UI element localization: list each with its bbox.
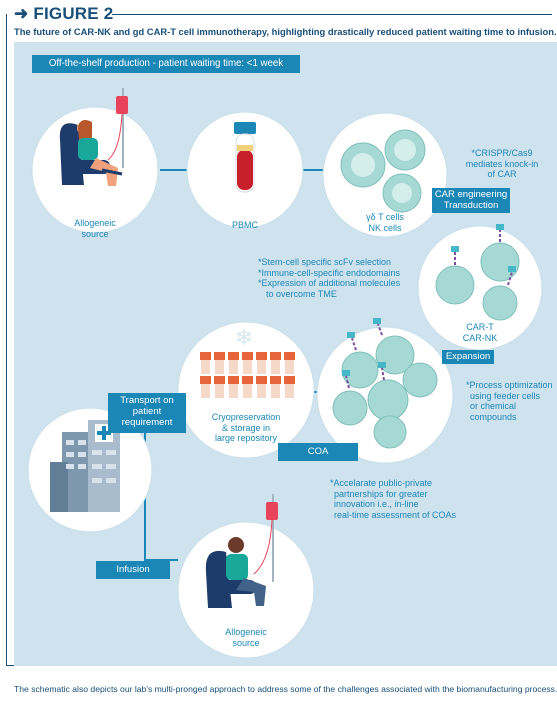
- pbmc-tube-icon: [234, 122, 256, 193]
- snowflake-icon: ❄: [235, 325, 253, 350]
- allogeneic-top-label: Allogeneic source: [74, 218, 116, 239]
- figure-frame-left: [6, 14, 7, 666]
- gd-cells-label: γδ T cells NK cells: [366, 212, 404, 233]
- process-note: *Process optimization using feeder cells…: [466, 380, 553, 422]
- patient-top-illustration: [59, 88, 128, 186]
- coa-box: COA: [278, 443, 358, 461]
- car-cells-label: CAR-T CAR-NK: [462, 322, 498, 343]
- accelerate-note: *Accelarate public-private partnerships …: [330, 478, 457, 520]
- pbmc-label: PBMC: [231, 220, 258, 230]
- hospital-building-icon: [50, 420, 120, 512]
- allogeneic-bottom-label: Allogeneic source: [225, 627, 267, 648]
- expansion-cells-icon: [332, 335, 438, 449]
- figure-footer: The schematic also depicts our lab's mul…: [14, 684, 557, 694]
- expansion-box: Expansion: [442, 350, 494, 364]
- off-the-shelf-box: Off-the-shelf production - patient waiti…: [32, 55, 300, 73]
- car-engineering-box: CAR engineering Transduction: [432, 188, 510, 213]
- crispr-note: *CRISPR/Cas9 mediates knock-in of CAR: [465, 148, 539, 179]
- transport-line-3: requirement: [121, 417, 173, 428]
- cryo-vials-icon: ❄: [200, 325, 295, 398]
- figure-subtitle: The future of CAR-NK and gd CAR-T cell i…: [14, 26, 557, 37]
- figure-label: ➜ FIGURE 2: [14, 4, 114, 23]
- cryo-label: Cryopreservation & storage in large repo…: [211, 412, 281, 443]
- arrow-right-icon: ➜: [14, 4, 29, 23]
- car-cells-icon: [435, 242, 520, 321]
- title-rule: [112, 14, 552, 15]
- transport-line-2: patient: [132, 406, 162, 417]
- car-engineering-line-1: CAR engineering: [434, 189, 508, 200]
- transport-line-1: Transport on: [120, 395, 174, 406]
- transport-box: Transport on patient requirement: [108, 393, 186, 433]
- car-engineering-line-2: Transduction: [443, 200, 499, 211]
- patient-bottom-illustration: [205, 494, 278, 608]
- infusion-box: Infusion: [96, 561, 170, 579]
- stem-cell-note: *Stem-cell specific scFv selection *Immu…: [258, 257, 401, 299]
